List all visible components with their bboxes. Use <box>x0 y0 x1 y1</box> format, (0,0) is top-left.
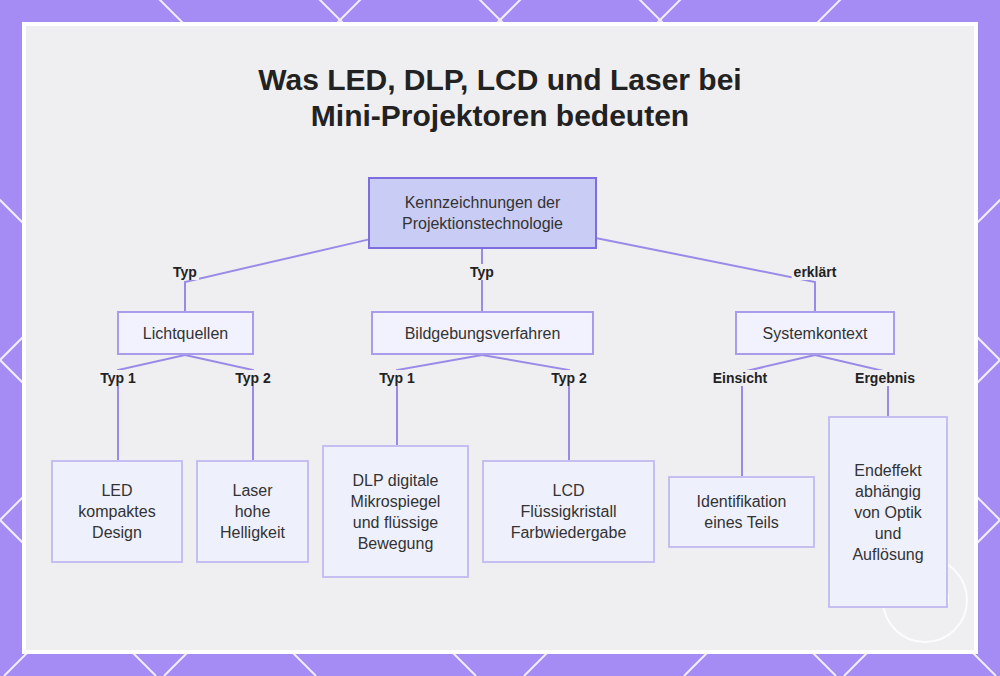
connector <box>482 249 483 311</box>
node-text: Laser hohe Helligkeit <box>219 480 286 543</box>
node-text: Bildgebungsverfahren <box>405 323 561 344</box>
concept-box: Bildgebungsverfahren <box>371 311 594 355</box>
concept-box: Systemkontext <box>735 311 895 355</box>
text-wrap: Kennzeichnungen der Projektionstechnolog… <box>370 192 595 234</box>
text-wrap: Endeffekt abhängig von Optik und Auflösu… <box>830 460 946 565</box>
text-wrap: Identifikation eines Teils <box>670 491 813 533</box>
edge-label: Einsicht <box>711 370 769 386</box>
node-text: LCD Flüssigkristall Farbwiedergabe <box>505 480 632 543</box>
concept-box: LED kompaktes Design <box>51 460 183 563</box>
concept-box: Identifikation eines Teils <box>668 476 815 548</box>
node-text: Identifikation eines Teils <box>682 491 801 533</box>
connector-line <box>597 238 815 311</box>
edge-label: Typ <box>171 264 199 280</box>
edge-label: erklärt <box>792 264 839 280</box>
edge-label: Typ 2 <box>233 370 273 386</box>
text-wrap: Lichtquellen <box>137 323 234 344</box>
node-text: DLP digitale Mikrospiegel und flüssige B… <box>341 470 450 554</box>
concept-box: LCD Flüssigkristall Farbwiedergabe <box>482 460 655 563</box>
edge-label: Typ <box>468 264 496 280</box>
node-text: LED kompaktes Design <box>74 480 160 543</box>
text-wrap: LED kompaktes Design <box>53 480 181 543</box>
edge-label: Ergebnis <box>853 370 917 386</box>
connector <box>185 240 368 311</box>
concept-box: Laser hohe Helligkeit <box>196 460 309 563</box>
diagram-title: Was LED, DLP, LCD und Laser bei Mini-Pro… <box>230 62 770 134</box>
edge-label: Typ 1 <box>377 370 417 386</box>
concept-box: Endeffekt abhängig von Optik und Auflösu… <box>828 416 948 608</box>
concept-box: Kennzeichnungen der Projektionstechnolog… <box>368 177 597 249</box>
connector-line <box>481 249 483 311</box>
connector-line <box>185 240 368 311</box>
text-wrap: Laser hohe Helligkeit <box>198 480 307 543</box>
text-wrap: LCD Flüssigkristall Farbwiedergabe <box>484 480 653 543</box>
edge-label: Typ 1 <box>98 370 138 386</box>
text-wrap: Systemkontext <box>757 323 874 344</box>
node-text: Kennzeichnungen der Projektionstechnolog… <box>384 192 581 234</box>
node-text: Systemkontext <box>763 323 868 344</box>
text-wrap: Bildgebungsverfahren <box>399 323 567 344</box>
connector <box>597 238 815 311</box>
node-text: Endeffekt abhängig von Optik und Auflösu… <box>848 460 928 565</box>
node-text: Lichtquellen <box>143 323 228 344</box>
connector <box>397 355 482 445</box>
edge-label: Typ 2 <box>549 370 589 386</box>
concept-box: DLP digitale Mikrospiegel und flüssige B… <box>322 445 469 578</box>
text-wrap: DLP digitale Mikrospiegel und flüssige B… <box>324 470 467 554</box>
connector-line <box>397 355 482 445</box>
concept-box: Lichtquellen <box>117 311 254 355</box>
